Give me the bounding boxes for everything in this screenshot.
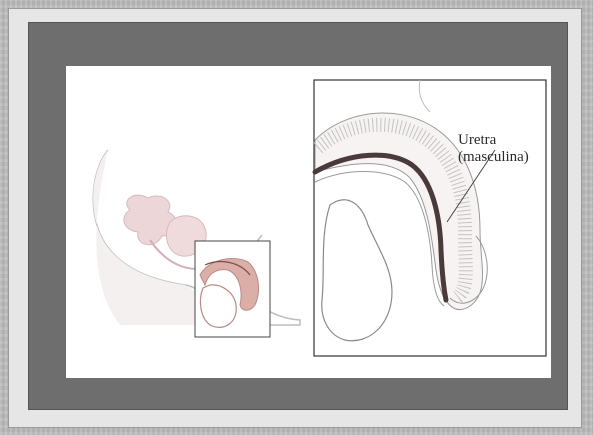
urethra-label-line2: (masculina)	[458, 149, 529, 166]
urethra-label-line1: Uretra	[458, 132, 529, 149]
urethra-label: Uretra (masculina)	[458, 132, 529, 166]
